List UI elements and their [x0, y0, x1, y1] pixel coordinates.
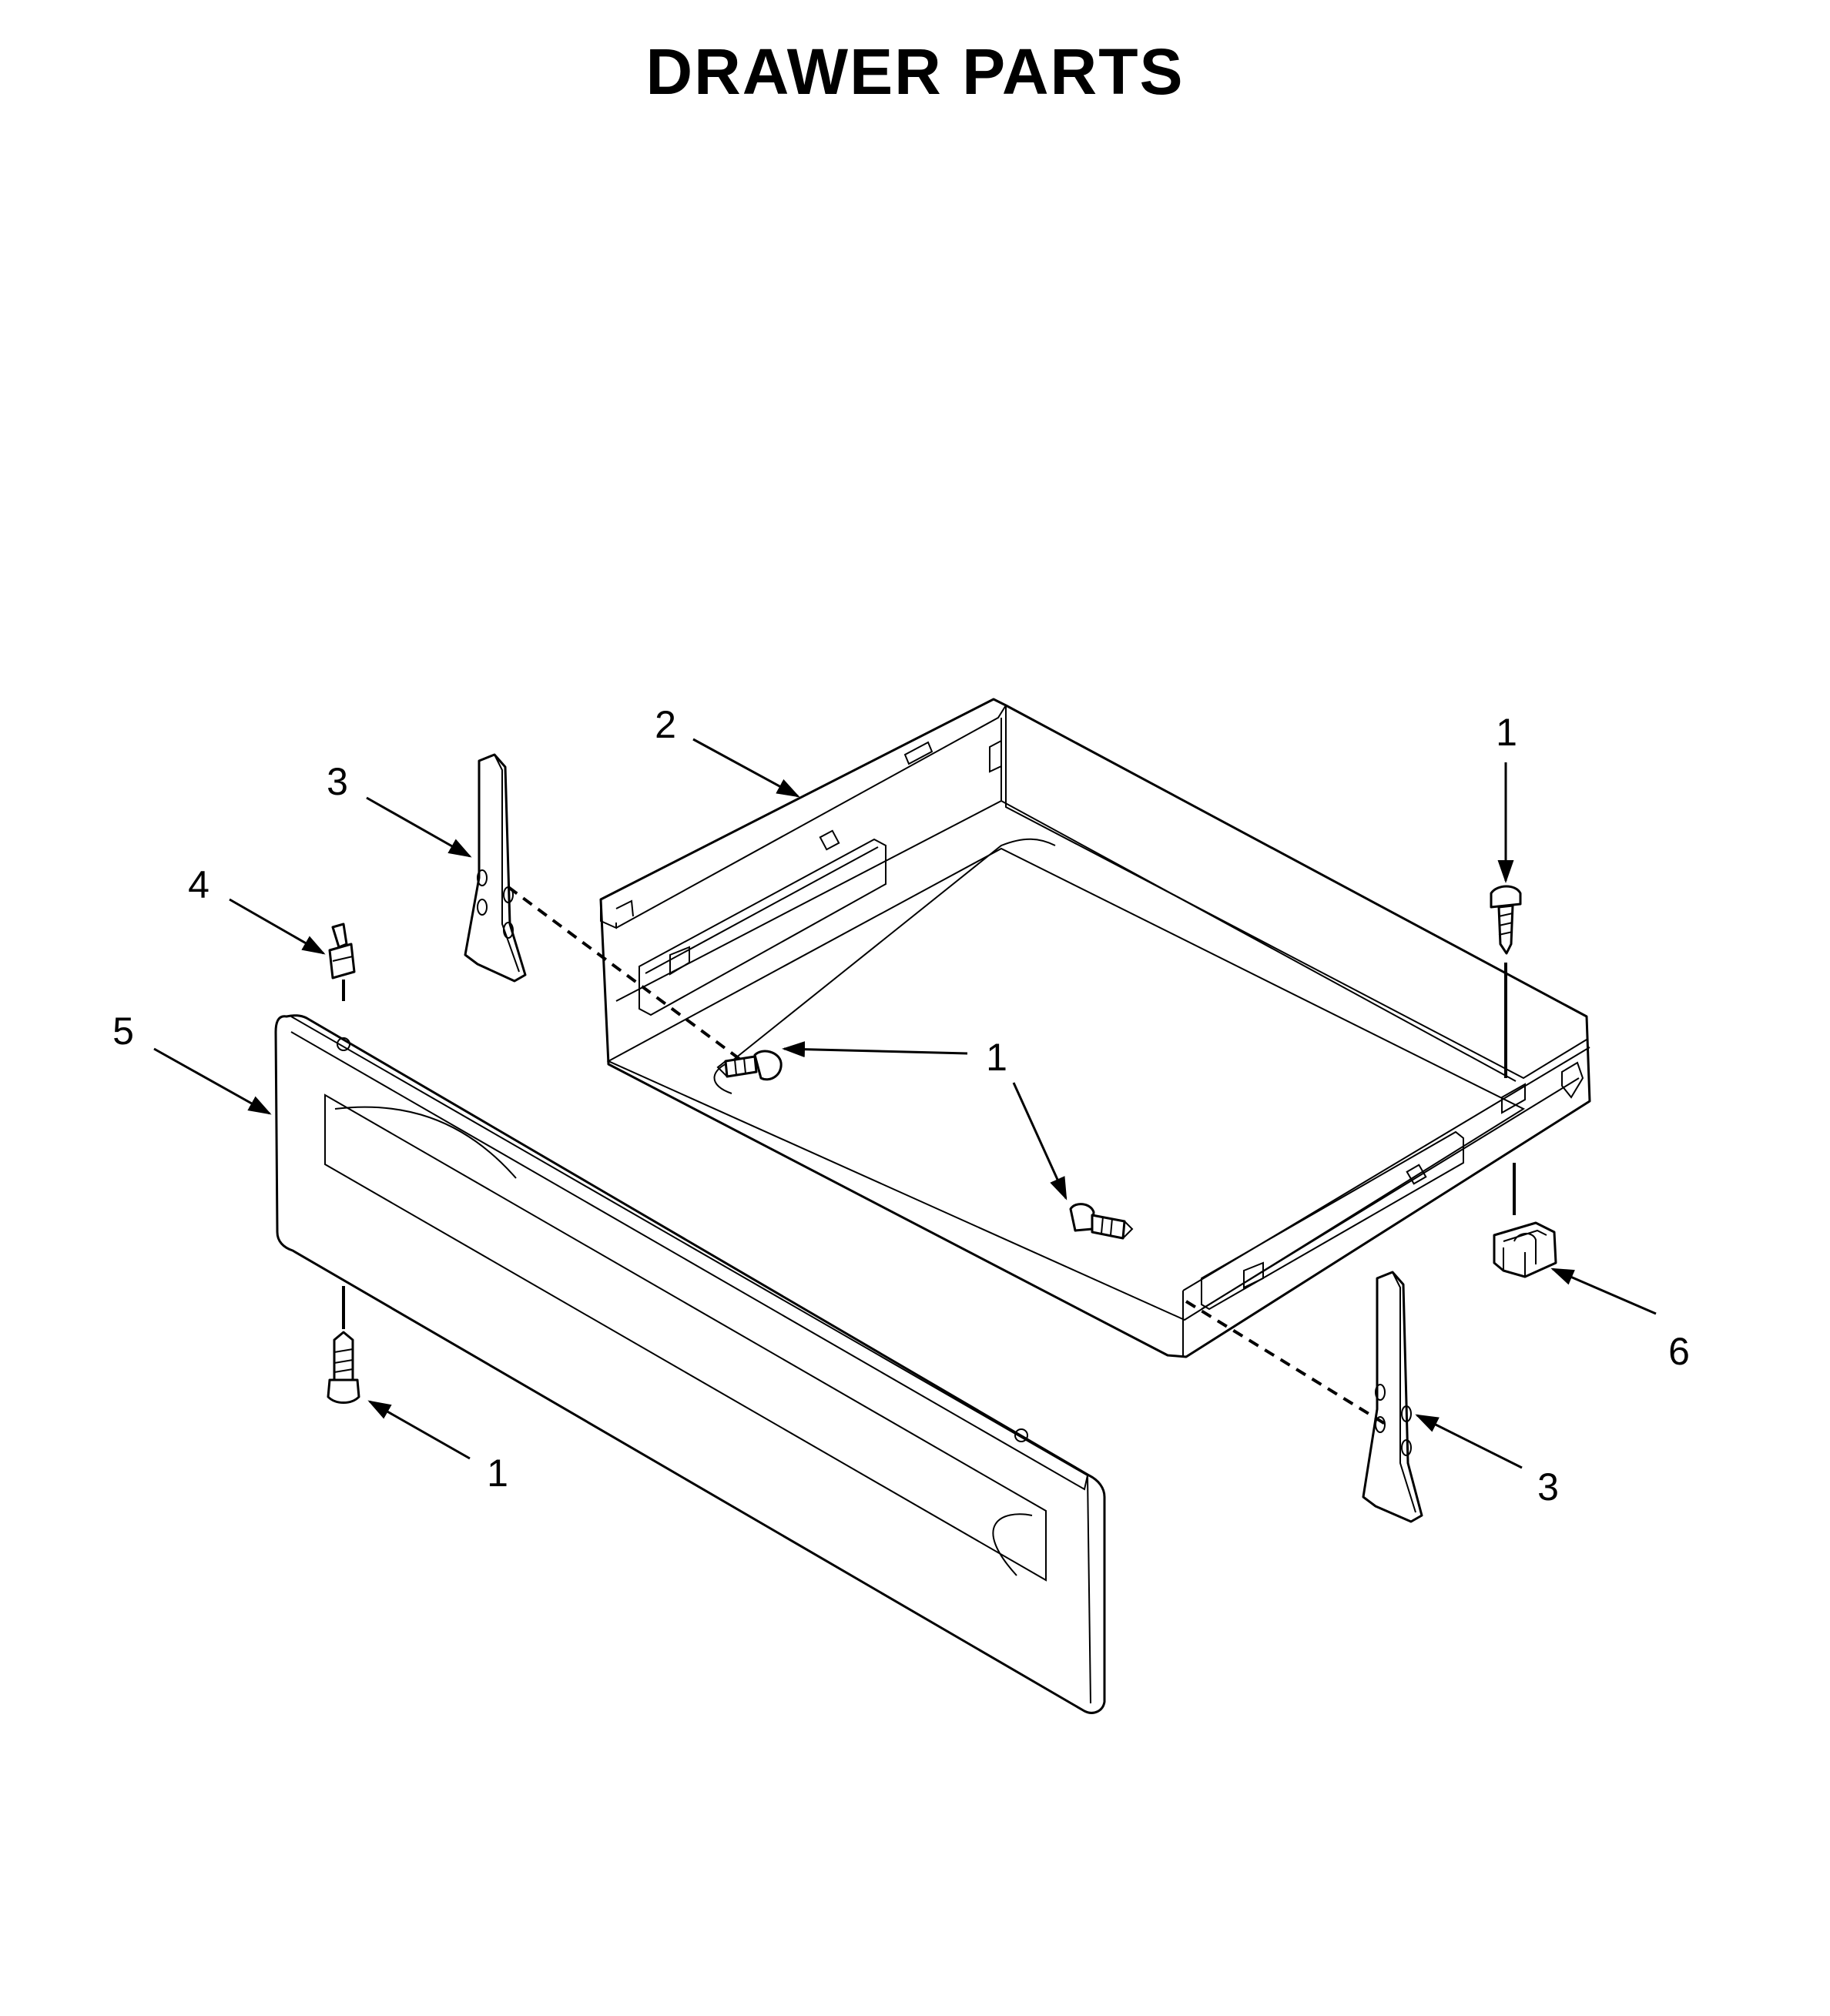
drawer-pin: [328, 923, 356, 980]
slide-bracket-left: [464, 753, 527, 983]
slide-bracket-right: [1362, 1271, 1423, 1523]
callout-screw-bottom-left: 1: [487, 1452, 508, 1495]
callout-bracket-right: 3: [1537, 1465, 1559, 1509]
leader-bracket-right: [1415, 1414, 1523, 1469]
screw-top-right: [1490, 885, 1522, 955]
leader-pin: [229, 898, 326, 955]
leader-screw-side-left: [782, 1041, 968, 1058]
callout-screw-side-left: 1: [986, 1036, 1007, 1079]
leader-drawer-body: [692, 738, 800, 798]
drawer-clip: [1493, 1221, 1557, 1278]
callout-screw-top-right: 1: [1496, 711, 1517, 754]
drawer-body: [599, 698, 1591, 1358]
diagram-title: DRAWER PARTS: [645, 35, 1184, 108]
screw-side-left: [716, 1050, 783, 1081]
callout-pin: 4: [188, 863, 209, 906]
screw-bottom-left: [327, 1331, 360, 1404]
callout-drawer-body: 2: [655, 703, 676, 746]
leader-bracket-left: [366, 796, 472, 858]
callout-bracket-left: 3: [327, 760, 348, 803]
leader-clip: [1550, 1268, 1657, 1315]
leader-screw-side-right: [1012, 1082, 1068, 1201]
drawer-front-panel: [274, 1014, 1106, 1714]
callout-clip: 6: [1668, 1330, 1690, 1373]
leader-drawer-front: [153, 1047, 272, 1115]
dashed-line-right-bracket: [1185, 1300, 1388, 1426]
screw-side-right: [1069, 1203, 1134, 1240]
leader-screw-bottom-left: [367, 1400, 471, 1460]
callout-drawer-front: 5: [112, 1010, 134, 1053]
